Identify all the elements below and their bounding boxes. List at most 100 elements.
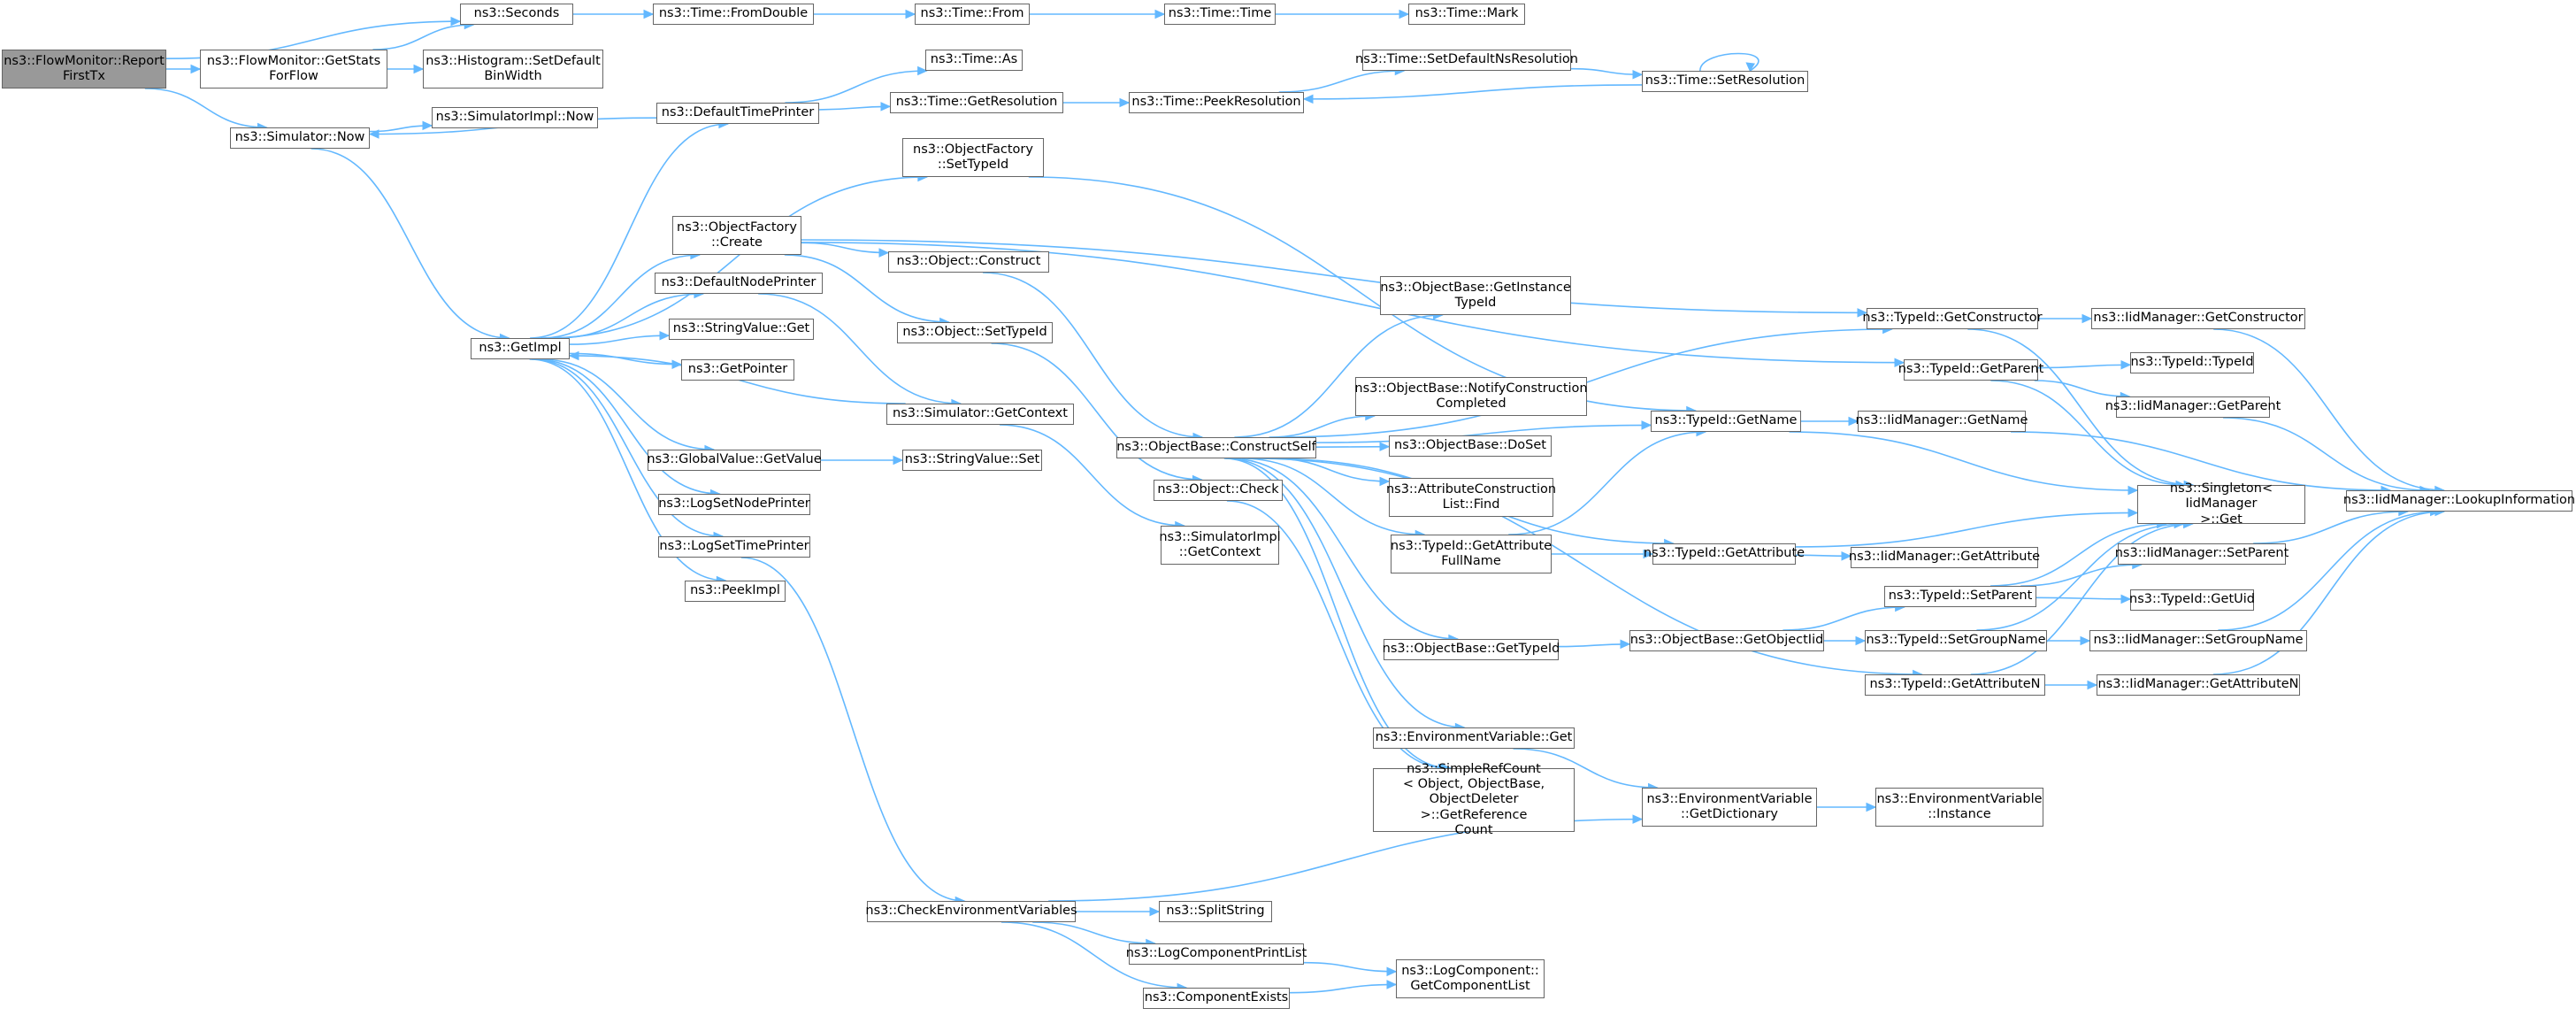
node-seconds[interactable]: ns3::Seconds: [460, 4, 573, 25]
node-getattributen[interactable]: ns3::TypeId::GetAttributeN: [1865, 674, 2045, 696]
node-setparent[interactable]: ns3::TypeId::SetParent: [1884, 586, 2036, 607]
edge-constructself-to-getinstance: [1234, 314, 1443, 438]
node-getimpl[interactable]: ns3::GetImpl: [471, 338, 570, 359]
arrowhead: [1399, 9, 1410, 19]
node-gvgetvalue[interactable]: ns3::GlobalValue::GetValue: [647, 450, 822, 471]
node-logcompget[interactable]: ns3::LogComponent:: GetComponentList: [1396, 959, 1545, 998]
arrowhead: [1894, 358, 1905, 367]
arrowhead: [1379, 476, 1391, 487]
edge-constructself-to-getattributen: [1249, 458, 1922, 675]
arrowhead: [1745, 62, 1756, 73]
node-simnow[interactable]: ns3::Simulator::Now: [230, 127, 370, 149]
node-setgroupname[interactable]: ns3::TypeId::SetGroupName: [1865, 630, 2047, 651]
node-deftimeprinter[interactable]: ns3::DefaultTimePrinter: [656, 103, 819, 124]
edge-getattributen-to-singleton: [1970, 523, 2193, 675]
node-root[interactable]: ns3::FlowMonitor::Report FirstTx: [2, 50, 166, 89]
edge-getimpl-to-getpointer: [569, 352, 682, 366]
node-iidgetname[interactable]: ns3::IidManager::GetName: [1856, 411, 2028, 432]
node-obgettypeid[interactable]: ns3::ObjectBase::GetTypeId: [1383, 639, 1560, 660]
node-iidgetconstructor[interactable]: ns3::IidManager::GetConstructor: [2091, 308, 2305, 329]
node-from[interactable]: ns3::Time::From: [915, 4, 1030, 25]
node-typeidtypeid[interactable]: ns3::TypeId::TypeId: [2130, 352, 2254, 373]
node-compexists[interactable]: ns3::ComponentExists: [1143, 988, 1290, 1009]
node-simimplnow[interactable]: ns3::SimulatorImpl::Now: [432, 107, 598, 128]
edge-compexists-to-logcompget: [1289, 983, 1397, 994]
node-envget[interactable]: ns3::EnvironmentVariable::Get: [1373, 727, 1575, 749]
node-peekres[interactable]: ns3::Time::PeekResolution: [1129, 92, 1304, 113]
node-getpointer[interactable]: ns3::GetPointer: [681, 359, 794, 381]
node-getname[interactable]: ns3::TypeId::GetName: [1651, 411, 1801, 432]
node-logcompprint[interactable]: ns3::LogComponentPrintList: [1126, 943, 1307, 965]
arrowhead: [2120, 359, 2132, 370]
node-as[interactable]: ns3::Time::As: [925, 50, 1023, 71]
edge-constructself-to-obgettypeid: [1230, 458, 1458, 640]
node-lookup[interactable]: ns3::IidManager::LookupInformation: [2343, 490, 2575, 512]
node-simimplctx[interactable]: ns3::SimulatorImpl ::GetContext: [1159, 526, 1281, 565]
node-envinstance[interactable]: ns3::EnvironmentVariable ::Instance: [1875, 788, 2043, 827]
node-getparent[interactable]: ns3::TypeId::GetParent: [1898, 359, 2043, 381]
arrowhead: [1632, 814, 1644, 824]
edge-objsettypeid-to-objcheck: [991, 343, 1202, 481]
node-objsettypeid[interactable]: ns3::Object::SetTypeId: [897, 322, 1053, 343]
node-getattribute[interactable]: ns3::TypeId::GetAttribute: [1644, 543, 1805, 565]
node-strset[interactable]: ns3::StringValue::Set: [902, 450, 1042, 471]
edge-constructself-to-simplerefcount: [1223, 458, 1451, 769]
edge-objcheck-to-simplerefcount: [1226, 500, 1448, 769]
node-envgetdict[interactable]: ns3::EnvironmentVariable ::GetDictionary: [1642, 788, 1817, 827]
edge-ofsettypeid-to-getname: [1028, 176, 1696, 412]
node-getattrfull[interactable]: ns3::TypeId::GetAttribute FullName: [1391, 535, 1552, 573]
node-objconstruct[interactable]: ns3::Object::Construct: [888, 251, 1049, 273]
edge-peekres-to-setdefns: [1278, 70, 1405, 93]
node-notify[interactable]: ns3::ObjectBase::NotifyConstruction Comp…: [1354, 377, 1588, 416]
node-doset[interactable]: ns3::ObjectBase::DoSet: [1389, 435, 1552, 457]
node-time[interactable]: ns3::Time::Time: [1164, 4, 1276, 25]
node-strget[interactable]: ns3::StringValue::Get: [669, 319, 814, 340]
node-constructself[interactable]: ns3::ObjectBase::ConstructSelf: [1116, 437, 1316, 458]
node-getuid[interactable]: ns3::TypeId::GetUid: [2129, 589, 2255, 611]
node-histo[interactable]: ns3::Histogram::SetDefault BinWidth: [423, 50, 603, 89]
node-simplerefcount[interactable]: ns3::SimpleRefCount < Object, ObjectBase…: [1373, 762, 1575, 837]
arrowhead: [905, 9, 916, 19]
arrowhead: [1386, 966, 1398, 977]
node-singleton[interactable]: ns3::Singleton< IidManager >::Get: [2137, 481, 2305, 527]
edge-getparent-to-singleton: [1990, 380, 2186, 486]
node-objcheck[interactable]: ns3::Object::Check: [1154, 480, 1283, 501]
arrowhead: [659, 330, 671, 341]
node-setdefns[interactable]: ns3::Time::SetDefaultNsResolution: [1355, 50, 1578, 71]
node-getstats[interactable]: ns3::FlowMonitor::GetStats ForFlow: [200, 50, 387, 89]
arrowhead: [190, 64, 202, 74]
node-iidgetattributen[interactable]: ns3::IidManager::GetAttributeN: [2097, 674, 2300, 696]
arrowhead: [422, 120, 433, 131]
node-getconstructor[interactable]: ns3::TypeId::GetConstructor: [1862, 308, 2043, 329]
node-mark[interactable]: ns3::Time::Mark: [1408, 4, 1525, 25]
arrowhead: [1855, 635, 1867, 646]
edge-getimpl-to-gvgetvalue: [540, 358, 714, 450]
node-ofsettypeid[interactable]: ns3::ObjectFactory ::SetTypeId: [902, 138, 1044, 177]
node-checkenv[interactable]: ns3::CheckEnvironmentVariables: [865, 901, 1077, 922]
node-iidgetparent[interactable]: ns3::IidManager::GetParent: [2105, 396, 2281, 418]
node-simgetcontext[interactable]: ns3::Simulator::GetContext: [886, 404, 1074, 425]
node-iidgetattribute[interactable]: ns3::IidManager::GetAttribute: [1849, 547, 2040, 568]
node-peekimpl[interactable]: ns3::PeekImpl: [685, 581, 786, 602]
node-fromdouble[interactable]: ns3::Time::FromDouble: [653, 4, 814, 25]
node-getobjectiid[interactable]: ns3::ObjectBase::GetObjectIid: [1629, 630, 1824, 651]
node-setres[interactable]: ns3::Time::SetResolution: [1642, 71, 1808, 92]
node-logsetnode[interactable]: ns3::LogSetNodePrinter: [658, 494, 810, 515]
node-getres[interactable]: ns3::Time::GetResolution: [890, 92, 1063, 113]
edge-deftimeprinter-to-getres: [818, 105, 891, 111]
node-getinstance[interactable]: ns3::ObjectBase::GetInstance TypeId: [1380, 276, 1571, 315]
node-ofcreate[interactable]: ns3::ObjectFactory ::Create: [672, 216, 801, 255]
arrowhead: [1841, 551, 1852, 561]
node-iidsetgroupname[interactable]: ns3::IidManager::SetGroupName: [2089, 630, 2307, 651]
node-splitstring[interactable]: ns3::SplitString: [1159, 901, 1272, 922]
arrowhead: [1386, 980, 1398, 989]
node-logsettime[interactable]: ns3::LogSetTimePrinter: [658, 536, 810, 558]
edge-setres-to-setres: [1699, 52, 1760, 72]
node-acfind[interactable]: ns3::AttributeConstruction List::Find: [1386, 478, 1556, 517]
node-iidsetparent[interactable]: ns3::IidManager::SetParent: [2115, 543, 2288, 565]
edge-constructself-to-envget: [1225, 458, 1465, 728]
node-defnodeprinter[interactable]: ns3::DefaultNodePrinter: [655, 273, 823, 294]
edge-logcompprint-to-logcompget: [1303, 961, 1397, 973]
